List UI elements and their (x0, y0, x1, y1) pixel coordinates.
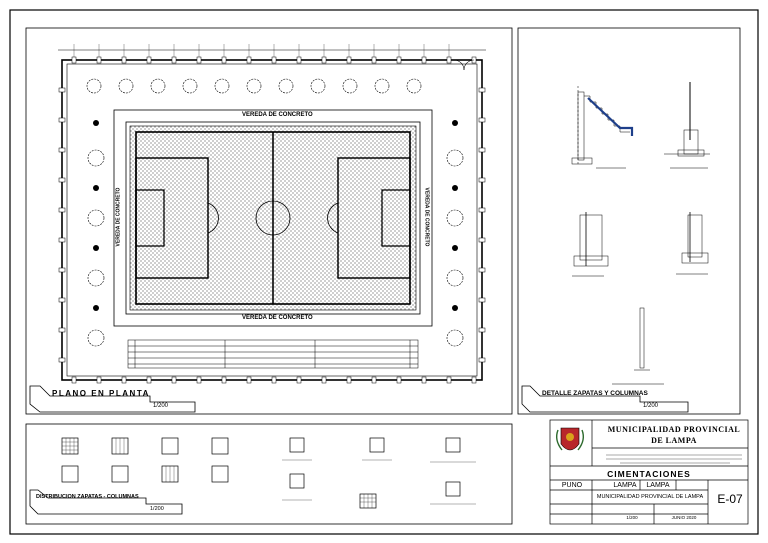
details-title-tab (521, 385, 689, 413)
province-value: LAMPA (613, 482, 637, 489)
plan-panel-frame (25, 27, 513, 415)
sidewalk-label-left: VEREDA DE CONCRETO (115, 187, 122, 247)
distribution-title-tab (29, 489, 183, 515)
project-description-lines (606, 454, 742, 464)
scale-value: 1/200 (626, 515, 638, 520)
distribution-panel-frame (25, 423, 513, 525)
sheet-border-outer (9, 9, 759, 535)
details-title: DETALLE ZAPATAS Y COLUMNAS (542, 390, 648, 397)
details-scale: 1/200 (643, 403, 659, 409)
tree-row-top (86, 78, 422, 94)
institution-name-line1: MUNICIPALIDAD PROVINCIAL (607, 425, 741, 434)
institution-name-line2: DE LAMPA (651, 436, 697, 445)
municipal-crest-icon (555, 427, 585, 451)
sidewalk-inner (125, 121, 421, 315)
date-value: JUNIO 2020 (671, 515, 697, 520)
sidewalk-label-top: VEREDA DE CONCRETO (242, 112, 313, 118)
distribution-title: DISTRIBUCION ZAPATAS - COLUMNAS (36, 494, 139, 500)
sheet-number: E-07 (717, 492, 743, 506)
center-circle (255, 200, 291, 236)
distribution-scale: 1/200 (150, 506, 164, 512)
entity-value: MUNICIPALIDAD PROVINCIAL DE LAMPA (596, 494, 704, 500)
tree-rows-sides (87, 149, 464, 347)
site-plan (58, 44, 486, 384)
plan-scale: 1/200 (153, 403, 169, 409)
region-value: PUNO (561, 482, 583, 489)
title-block-frame (549, 419, 749, 525)
light-posts (93, 120, 458, 311)
sidewalk-outer (113, 109, 433, 327)
footing-schedule-grid (62, 438, 476, 508)
foundation-details (571, 82, 710, 371)
plan-title-tab (29, 385, 196, 413)
plan-title: PLANO EN PLANTA (52, 389, 150, 398)
district-value: LAMPA (646, 482, 670, 489)
details-panel-frame (517, 27, 741, 415)
bleachers (127, 339, 419, 369)
sidewalk-label-bottom: VEREDA DE CONCRETO (242, 315, 313, 321)
sidewalk-label-right: VEREDA DE CONCRETO (423, 187, 430, 247)
sheet-title: CIMENTACIONES (607, 469, 691, 479)
detail-captions (572, 167, 708, 385)
